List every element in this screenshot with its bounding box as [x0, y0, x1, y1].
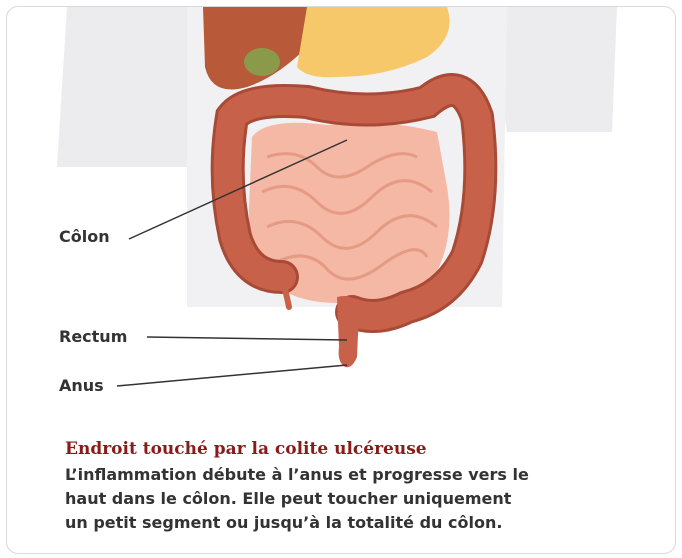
caption: Endroit touché par la colite ulcéreuse L… — [65, 439, 665, 535]
illustration-card: Côlon Rectum Anus Endroit touché par la … — [6, 6, 676, 554]
rectum — [337, 296, 359, 367]
caption-line: haut dans le côlon. Elle peut toucher un… — [65, 487, 665, 511]
anus-label: Anus — [59, 376, 104, 395]
caption-line: un petit segment ou jusqu’à la totalité … — [65, 511, 665, 535]
caption-line: L’inflammation débute à l’anus et progre… — [65, 463, 665, 487]
rectum-leader-line — [147, 337, 347, 340]
anus-leader-line — [117, 365, 347, 386]
digestive-system-diagram — [7, 7, 676, 427]
caption-title: Endroit touché par la colite ulcéreuse — [65, 439, 665, 459]
gallbladder — [244, 48, 280, 76]
colon-label: Côlon — [59, 227, 110, 246]
rectum-label: Rectum — [59, 327, 127, 346]
caption-body: L’inflammation débute à l’anus et progre… — [65, 463, 665, 535]
